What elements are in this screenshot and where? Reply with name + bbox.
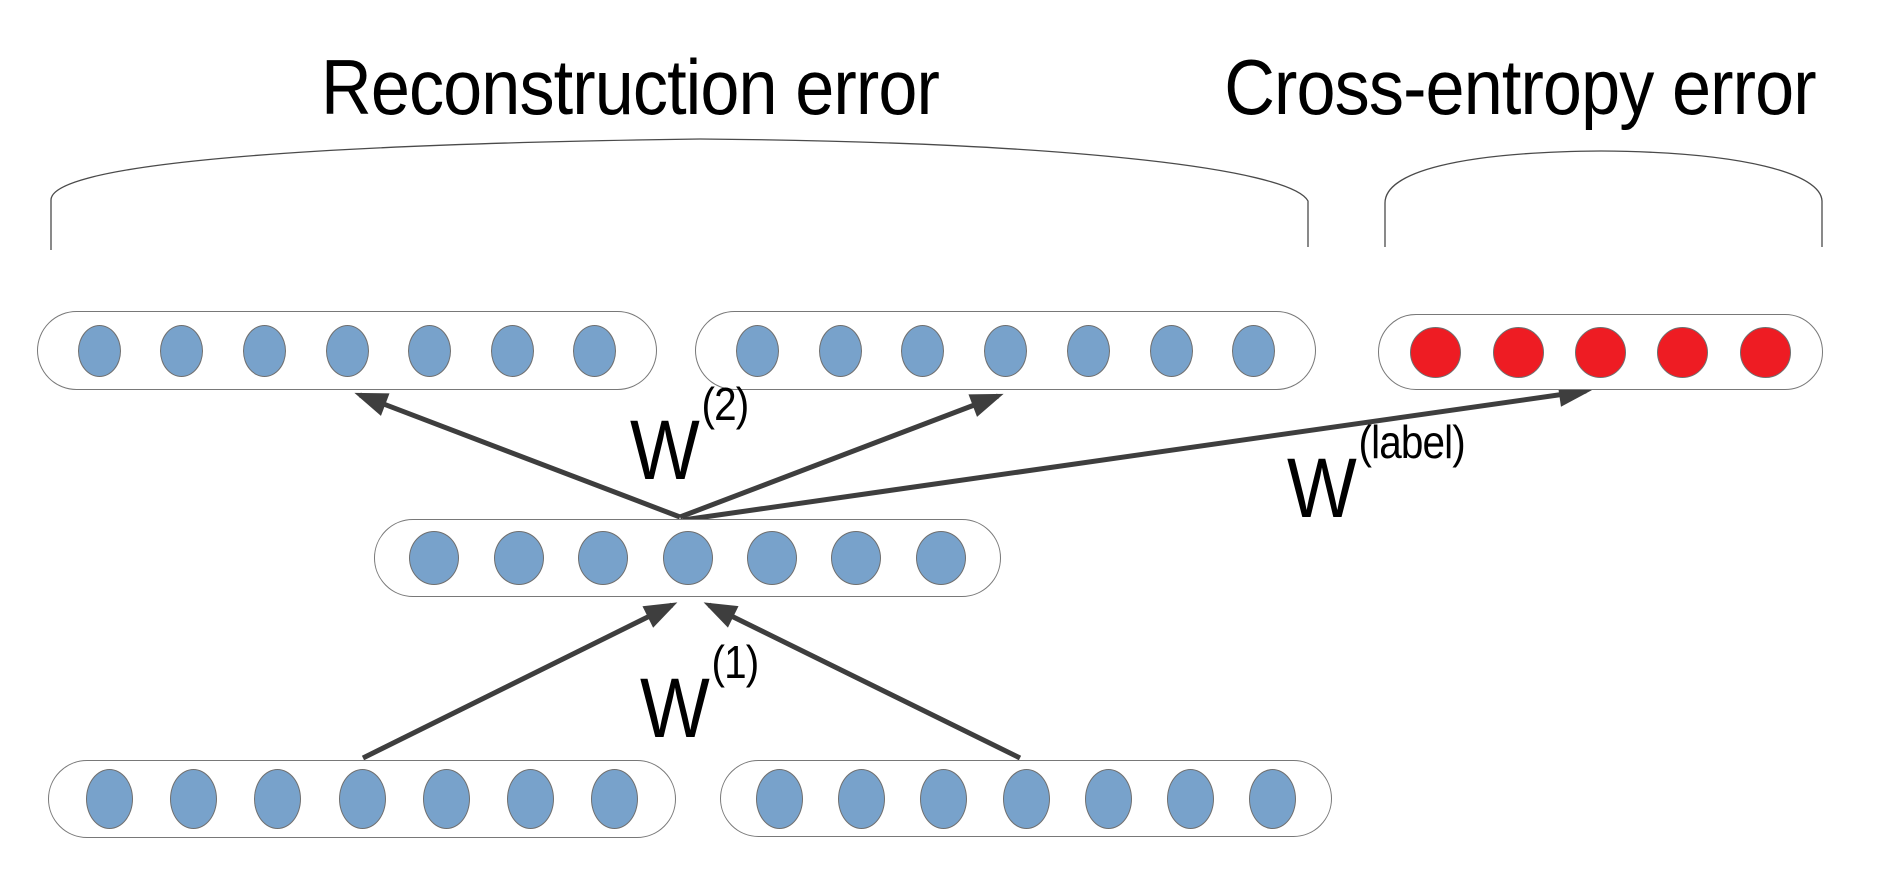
w1-sup: (1) bbox=[711, 636, 760, 688]
unit-node bbox=[1232, 324, 1276, 377]
unit-node bbox=[409, 531, 460, 585]
cross-entropy-error-title: Cross-entropy error bbox=[1224, 43, 1816, 131]
unit-node bbox=[506, 769, 554, 829]
layer-input-left bbox=[48, 760, 676, 838]
weight-label-wlabel: W(label) bbox=[1287, 419, 1466, 530]
unit-node bbox=[1149, 324, 1193, 377]
w2-sup: (2) bbox=[701, 378, 750, 430]
unit-node bbox=[590, 769, 638, 829]
layer-label-output bbox=[1378, 314, 1823, 390]
unit-node bbox=[160, 324, 204, 377]
unit-node bbox=[325, 324, 369, 377]
unit-node bbox=[831, 531, 882, 585]
unit-node bbox=[1248, 768, 1296, 829]
unit-node bbox=[901, 324, 945, 377]
unit-node bbox=[493, 531, 544, 585]
unit-node bbox=[573, 324, 617, 377]
unit-node bbox=[984, 324, 1027, 377]
w2-base: W bbox=[630, 403, 700, 497]
wlabel-base: W bbox=[1287, 441, 1357, 535]
weight-label-w1: W(1) bbox=[640, 639, 759, 750]
unit-node bbox=[77, 324, 121, 377]
unit-node bbox=[1084, 768, 1132, 829]
unit-node bbox=[242, 324, 286, 377]
layer-reconstruction-output-right bbox=[695, 311, 1316, 390]
unit-node bbox=[490, 324, 534, 377]
unit-node bbox=[838, 768, 886, 829]
layer-input-right bbox=[720, 760, 1332, 837]
reconstruction-error-title: Reconstruction error bbox=[321, 43, 940, 131]
w1-base: W bbox=[640, 661, 710, 755]
unit-node bbox=[1002, 768, 1050, 829]
label-node bbox=[1657, 326, 1709, 378]
brace-cross-entropy-error bbox=[1384, 150, 1823, 247]
label-node bbox=[1574, 326, 1626, 378]
layer-hidden bbox=[374, 519, 1001, 597]
wlabel-sup: (label) bbox=[1358, 416, 1466, 468]
unit-node bbox=[746, 531, 797, 585]
unit-node bbox=[920, 768, 968, 829]
label-node bbox=[1739, 326, 1791, 378]
unit-node bbox=[756, 768, 804, 829]
unit-node bbox=[662, 531, 713, 585]
brace-reconstruction-error bbox=[50, 138, 1309, 250]
unit-node bbox=[254, 769, 302, 829]
unit-node bbox=[86, 769, 134, 829]
unit-node bbox=[422, 769, 470, 829]
unit-node bbox=[338, 769, 386, 829]
arrow-w1-from-input-left bbox=[361, 602, 678, 761]
unit-node bbox=[1066, 324, 1110, 377]
weight-label-w2: W(2) bbox=[630, 381, 749, 492]
unit-node bbox=[915, 531, 966, 585]
unit-node bbox=[735, 324, 779, 377]
label-node bbox=[1492, 326, 1544, 378]
unit-node bbox=[170, 769, 218, 829]
unit-node bbox=[578, 531, 629, 585]
layer-reconstruction-output-left bbox=[37, 311, 657, 390]
unit-node bbox=[1166, 768, 1214, 829]
unit-node bbox=[818, 324, 862, 377]
label-node bbox=[1410, 326, 1462, 378]
unit-node bbox=[408, 324, 452, 377]
